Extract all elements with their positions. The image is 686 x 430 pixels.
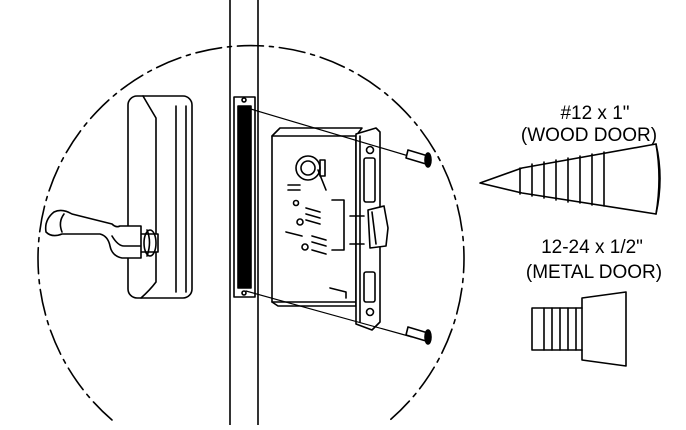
top-screw	[405, 149, 432, 168]
lock-faceplate	[349, 127, 389, 331]
door-mortise-pocket	[233, 96, 256, 298]
wood-screw-size-label: #12 x 1"	[560, 103, 630, 124]
door-edge	[229, 0, 259, 426]
detail-circle	[37, 44, 465, 421]
wood-screw-icon	[479, 143, 661, 215]
machine-screw-icon	[531, 291, 627, 367]
metal-door-label: (METAL DOOR)	[525, 262, 663, 283]
mortise-lock-body	[271, 127, 363, 307]
screw-guide-lines	[243, 106, 413, 338]
lever-handle	[44, 209, 159, 259]
lever-trim-escutcheon	[127, 95, 193, 299]
metal-screw-size-label: 12-24 x 1/2"	[541, 237, 643, 258]
wood-door-label: (WOOD DOOR)	[520, 125, 658, 146]
bottom-screw	[405, 326, 432, 345]
